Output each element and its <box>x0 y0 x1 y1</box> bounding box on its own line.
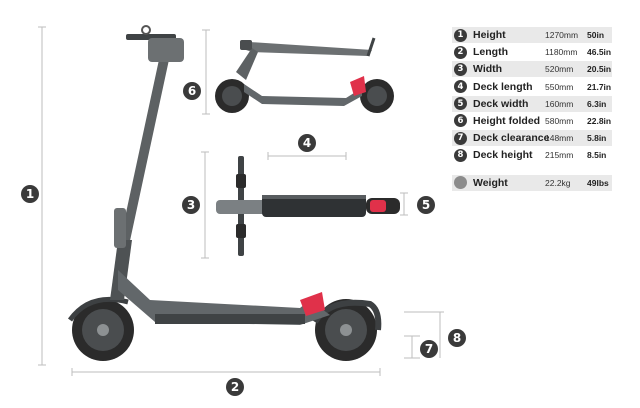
spec-in: 22.8in <box>587 115 612 126</box>
spec-in: 46.5in <box>587 47 612 58</box>
weight-dot-icon <box>454 176 467 189</box>
spec-mm: 520mm <box>545 64 574 75</box>
handlebar <box>126 25 184 62</box>
spec-label: Deck length <box>473 80 533 93</box>
spec-mm: 215mm <box>545 150 574 161</box>
spec-mm: 1270mm <box>545 30 579 40</box>
deck <box>118 270 330 325</box>
number-7-icon: 7 <box>454 131 467 145</box>
rear-light <box>300 292 325 316</box>
svg-text:5: 5 <box>422 198 430 212</box>
spec-label: Height folded <box>473 114 541 127</box>
spec-in: 8.5in <box>587 150 607 161</box>
spec-row-length: 2 Length 1180mm 46.5in <box>452 44 612 60</box>
number-5-icon: 5 <box>454 97 467 111</box>
callout-5-badge: 5 <box>417 196 435 214</box>
scooter-side-view <box>67 25 382 361</box>
spec-in: 5.8in <box>587 133 607 144</box>
spec-row-width: 3 Width 520mm 20.5in <box>452 61 612 78</box>
spec-row-height: 1 Height 1270mm 50in <box>452 27 612 43</box>
dimension-lines <box>38 26 444 376</box>
spec-lbs: 49lbs <box>587 177 609 188</box>
front-wheel <box>67 296 134 361</box>
number-2-icon: 2 <box>454 45 467 59</box>
spec-mm: 580mm <box>545 115 574 126</box>
svg-text:6: 6 <box>188 84 196 98</box>
svg-text:7: 7 <box>425 342 433 356</box>
spec-mm: 550mm <box>545 81 574 92</box>
spec-label: Deck clearance <box>473 132 550 145</box>
svg-text:3: 3 <box>187 198 195 212</box>
spec-table: 1 Height 1270mm 50in 2 Length 1180mm 46.… <box>452 27 612 192</box>
spec-row-deck-clearance: 7 Deck clearance 148mm 5.8in <box>452 130 612 147</box>
callout-1-badge: 1 <box>21 185 39 203</box>
spec-mm: 148mm <box>545 133 574 144</box>
spec-in: 20.5in <box>587 64 612 75</box>
spec-row-height-folded: 6 Height folded 580mm 22.8in <box>452 113 612 129</box>
number-6-icon: 6 <box>454 114 467 128</box>
spec-label: Deck width <box>473 97 529 110</box>
spec-row-deck-height: 8 Deck height 215mm 8.5in <box>452 147 612 163</box>
spec-kg: 22.2kg <box>545 177 571 188</box>
svg-text:4: 4 <box>303 136 311 150</box>
callout-8-badge: 8 <box>448 329 466 347</box>
svg-text:8: 8 <box>453 331 461 345</box>
spec-row-weight: Weight 22.2kg 49lbs <box>452 174 612 191</box>
callout-4-badge: 4 <box>298 134 316 152</box>
spec-in: 21.7in <box>587 81 612 92</box>
spec-in: 50in <box>587 30 605 40</box>
number-1-icon: 1 <box>454 28 467 42</box>
callout-3-badge: 3 <box>182 196 200 214</box>
callout-7-badge: 7 <box>420 340 438 358</box>
spec-label: Height <box>473 29 506 41</box>
callout-6-badge: 6 <box>183 82 201 100</box>
spec-label: Deck height <box>473 149 533 162</box>
number-8-icon: 8 <box>454 148 467 162</box>
spec-in: 6.3in <box>587 98 607 109</box>
scooter-folded-view <box>215 37 394 113</box>
svg-text:2: 2 <box>231 380 239 394</box>
spec-mm: 160mm <box>545 98 574 109</box>
callout-2-badge: 2 <box>226 378 244 396</box>
rear-wheel <box>312 299 382 361</box>
spec-label: Width <box>473 63 503 76</box>
steering-stem <box>118 55 170 250</box>
spec-row-deck-width: 5 Deck width 160mm 6.3in <box>452 95 612 112</box>
number-3-icon: 3 <box>454 62 467 76</box>
spec-label: Weight <box>473 176 508 189</box>
svg-text:1: 1 <box>26 187 34 201</box>
spec-label: Length <box>473 46 508 59</box>
spec-row-deck-length: 4 Deck length 550mm 21.7in <box>452 79 612 95</box>
number-4-icon: 4 <box>454 80 467 94</box>
spec-mm: 1180mm <box>545 47 578 58</box>
scooter-top-view <box>216 156 400 256</box>
